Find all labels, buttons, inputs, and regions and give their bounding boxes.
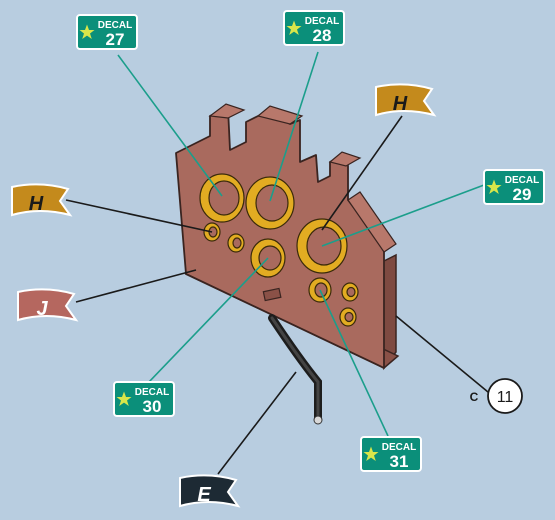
leader-lines xyxy=(65,51,489,475)
flag-letter: J xyxy=(36,298,48,320)
star-icon xyxy=(363,446,379,461)
decal-word: DECAL xyxy=(382,442,416,453)
decal-number: 31 xyxy=(390,452,409,471)
panel-slot xyxy=(262,287,282,302)
leader-decal-27 xyxy=(117,54,223,197)
control-rod-part xyxy=(268,314,323,425)
decal-label-29: DECAL 29 xyxy=(483,169,545,205)
leader-flag-h-right xyxy=(321,115,403,231)
decal-number: 28 xyxy=(313,26,332,45)
part-flag-h-right: H xyxy=(375,83,437,117)
panel-right-top-edge xyxy=(328,151,362,167)
flag-letter: H xyxy=(393,93,408,115)
leader-flag-e xyxy=(217,371,297,475)
leader-flag-j xyxy=(75,269,197,303)
decal-label-27: DECAL 27 xyxy=(76,14,138,50)
small-knob-h-left xyxy=(203,222,221,242)
small-knob-right-bottom xyxy=(339,307,357,327)
callout-number: 11 xyxy=(497,389,514,406)
step-callout: C 11 xyxy=(470,378,523,414)
decal-word: DECAL xyxy=(505,175,539,186)
star-icon xyxy=(116,391,132,406)
gauge-ring-28 xyxy=(245,176,295,230)
leader-decal-28 xyxy=(269,51,319,202)
panel-top-edge xyxy=(256,105,304,125)
gauges xyxy=(199,173,359,327)
part-flag-j: J xyxy=(17,288,79,322)
leader-flag-h-left xyxy=(65,199,213,233)
decal-number: 29 xyxy=(513,185,532,204)
flag-icon xyxy=(17,288,79,322)
decal-number: 30 xyxy=(143,397,162,416)
part-flag-h-left: H xyxy=(11,183,73,217)
small-knob-center xyxy=(227,233,245,253)
flag-icon xyxy=(179,474,241,508)
flag-icon xyxy=(375,83,437,117)
decal-word: DECAL xyxy=(98,20,132,31)
decal-label-30: DECAL 30 xyxy=(113,381,175,417)
flag-icon xyxy=(11,183,73,217)
callout-circle xyxy=(487,378,523,414)
flag-letter: E xyxy=(197,484,211,506)
callout-prefix: C xyxy=(470,390,479,404)
gauge-ring-27 xyxy=(199,173,245,223)
decal-word: DECAL xyxy=(305,16,339,27)
star-icon xyxy=(486,179,502,194)
leader-decal-30 xyxy=(147,257,269,384)
decal-label-28: DECAL 28 xyxy=(283,10,345,46)
panel-right-slope-edge xyxy=(347,191,397,253)
leader-decal-29 xyxy=(321,184,485,247)
panel-notch-top xyxy=(208,103,246,119)
gauge-ring-29 xyxy=(296,218,348,274)
star-icon xyxy=(79,24,95,39)
flag-letter: H xyxy=(29,193,44,215)
leader-callout-c11 xyxy=(395,315,489,393)
decal-label-31: DECAL 31 xyxy=(360,436,422,472)
leader-decal-31 xyxy=(319,289,389,437)
small-knob-right-top xyxy=(341,282,359,302)
star-icon xyxy=(286,20,302,35)
part-flag-e: E xyxy=(179,474,241,508)
decal-word: DECAL xyxy=(135,387,169,398)
decal-number: 27 xyxy=(106,30,125,49)
